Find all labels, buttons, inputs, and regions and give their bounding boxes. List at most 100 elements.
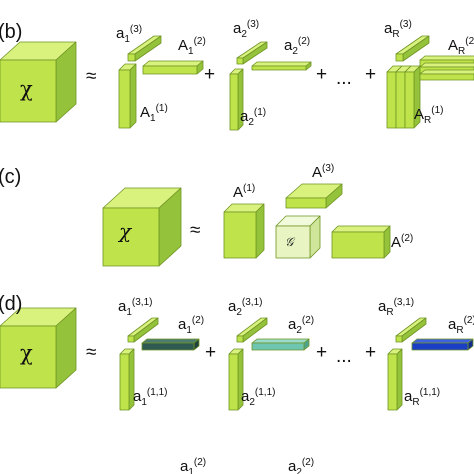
c-factor-a1-block-side	[255, 203, 265, 259]
c-factor-a3-slab	[285, 183, 343, 209]
b-t2-bottom-label: a2(1)	[240, 107, 266, 128]
b-t1-horizontal-bar-front	[142, 65, 198, 75]
bottom-label-2: a2(2)	[288, 457, 314, 474]
b-t2-side-label: a2(2)	[284, 36, 310, 57]
bottom-labels: a1(2) a2(2)	[180, 457, 314, 474]
c-factor-a2-block-side	[383, 225, 391, 259]
panel-b-ellipsis: ...	[336, 68, 352, 89]
b-t3-vertical-bar-a-front	[386, 71, 397, 129]
d-t1-vertical-bar	[119, 348, 135, 411]
d-t1-side-label: a1(2)	[178, 315, 204, 336]
d-t1-diagonal-bar	[127, 317, 159, 343]
panel-b-approx-sign: ≈	[86, 66, 96, 87]
b-t1-bottom-label: A1(1)	[140, 103, 168, 124]
panel-d-approx-sign: ≈	[86, 342, 96, 363]
c-factor-a2-block-front	[331, 231, 385, 259]
d-t3-horizontal-bar-front	[411, 342, 469, 351]
b-t3-diagonal-bar-front	[395, 53, 404, 62]
c-factor-a2-block	[331, 225, 391, 259]
d-t1-vertical-bar-front	[119, 353, 130, 411]
b-t3-bottom-label: AR(1)	[414, 105, 443, 126]
panel-d-plus-1: +	[205, 342, 216, 363]
b-t1-vertical-bar	[118, 63, 137, 129]
d-t2-top-label: a2(3,1)	[228, 297, 262, 318]
panel-b-label: (b)	[0, 21, 22, 43]
panel-d-plus-3: +	[365, 342, 376, 363]
d-t3-vertical-bar-front	[387, 353, 398, 411]
panel-b-plus-3: +	[365, 64, 376, 85]
b-t1-top-label: a1(3)	[116, 24, 142, 45]
d-t2-diagonal-bar-front	[236, 335, 244, 343]
panel-d-ellipsis: ...	[336, 346, 352, 367]
d-t3-diagonal-bar	[395, 317, 427, 343]
d-t3-vertical-bar-side	[396, 348, 403, 411]
d-t3-bottom-label: aR(1,1)	[404, 387, 440, 408]
b-t3-horizontal-bar-b-top	[419, 62, 474, 68]
d-tensor-cube-front	[0, 325, 57, 389]
d-t2-vertical-bar-front	[228, 353, 239, 411]
d-t2-horizontal-bar	[251, 338, 310, 351]
b-t2-vertical-bar-front	[229, 73, 239, 131]
b-t1-vertical-bar-front	[118, 69, 131, 129]
b-t1-side-label: A1(2)	[178, 36, 206, 57]
c-tensor-cube	[102, 187, 182, 267]
d-t2-bottom-label: a2(1,1)	[241, 387, 275, 408]
b-t3-vertical-bar-b-front	[395, 71, 406, 129]
b-t2-horizontal-bar	[251, 61, 312, 71]
d-tensor-cube	[0, 307, 77, 389]
d-t3-horizontal-bar-top	[411, 338, 474, 344]
b-tensor-cube	[0, 41, 77, 123]
b-t1-diagonal-bar	[127, 35, 162, 62]
d-t2-horizontal-bar-front	[251, 342, 305, 351]
b-tensor-cube-front	[0, 59, 57, 123]
d-t3-horizontal-bar	[411, 338, 474, 351]
panel-b: (b) χ ≈ + + ... + a1(3) A1(2) A1(1) a2(3…	[0, 19, 474, 128]
panel-c-approx-sign: ≈	[190, 220, 200, 241]
b-t3-horizontal-bar-a-top	[419, 55, 474, 61]
c-factor-a1-block-front	[223, 211, 257, 259]
c-core-block	[275, 215, 321, 259]
c-factor-a1-label: A(1)	[233, 183, 255, 201]
panel-d: (d) χ ≈ + + ... + a1(3,1) a1(2) a1(1,1) …	[0, 293, 474, 408]
panel-d-label: (d)	[0, 293, 22, 315]
d-t1-horizontal-bar-top	[141, 338, 200, 344]
b-t3-horizontal-bar-c	[419, 69, 474, 81]
c-tensor-cube-front	[102, 207, 160, 267]
panel-b-tensor-symbol: χ	[20, 77, 33, 101]
d-t3-top-label: aR(3,1)	[378, 297, 414, 318]
d-t2-vertical-bar	[228, 348, 244, 411]
d-t2-horizontal-bar-top	[251, 338, 310, 344]
b-t2-horizontal-bar-front	[251, 65, 307, 71]
b-t3-vertical-bar-c-front	[404, 71, 415, 129]
d-t1-horizontal-bar-front	[141, 342, 195, 351]
b-t3-side-label: AR(2)	[448, 36, 474, 57]
bottom-label-1: a1(2)	[180, 457, 206, 474]
panel-d-tensor-symbol: χ	[20, 341, 33, 365]
d-t2-side-label: a2(2)	[288, 315, 314, 336]
b-t3-horizontal-bar-c-front	[419, 73, 474, 81]
b-t1-horizontal-bar-top	[142, 60, 204, 67]
b-t2-horizontal-bar-top	[251, 61, 312, 67]
d-t2-diagonal-bar	[236, 317, 268, 343]
panel-c-label: (c)	[0, 166, 21, 188]
d-t1-top-label: a1(3,1)	[118, 297, 152, 318]
c-factor-a2-label: A(2)	[391, 233, 413, 251]
c-factor-a2-block-top	[331, 225, 391, 233]
b-t2-diagonal-bar-front	[236, 57, 244, 65]
b-t3-horizontal-bar-c-top	[419, 69, 474, 75]
panel-c-tensor-symbol: χ	[117, 219, 133, 243]
b-t3-vertical-bar-c	[404, 65, 421, 129]
b-t1-horizontal-bar	[142, 60, 204, 75]
panel-d-plus-2: +	[316, 342, 327, 363]
d-t3-vertical-bar	[387, 348, 403, 411]
b-t1-vertical-bar-side	[129, 63, 137, 129]
c-factor-a3-slab-front	[285, 197, 327, 209]
shape-layer	[0, 35, 474, 411]
b-t3-top-label: aR(3)	[384, 19, 412, 40]
d-t1-bottom-label: a1(1,1)	[133, 387, 167, 408]
c-factor-a3-label: A(3)	[312, 163, 334, 181]
d-t3-diagonal-bar-front	[395, 335, 403, 343]
b-t2-diagonal-bar	[236, 41, 268, 65]
d-t1-diagonal-bar-front	[127, 335, 135, 343]
